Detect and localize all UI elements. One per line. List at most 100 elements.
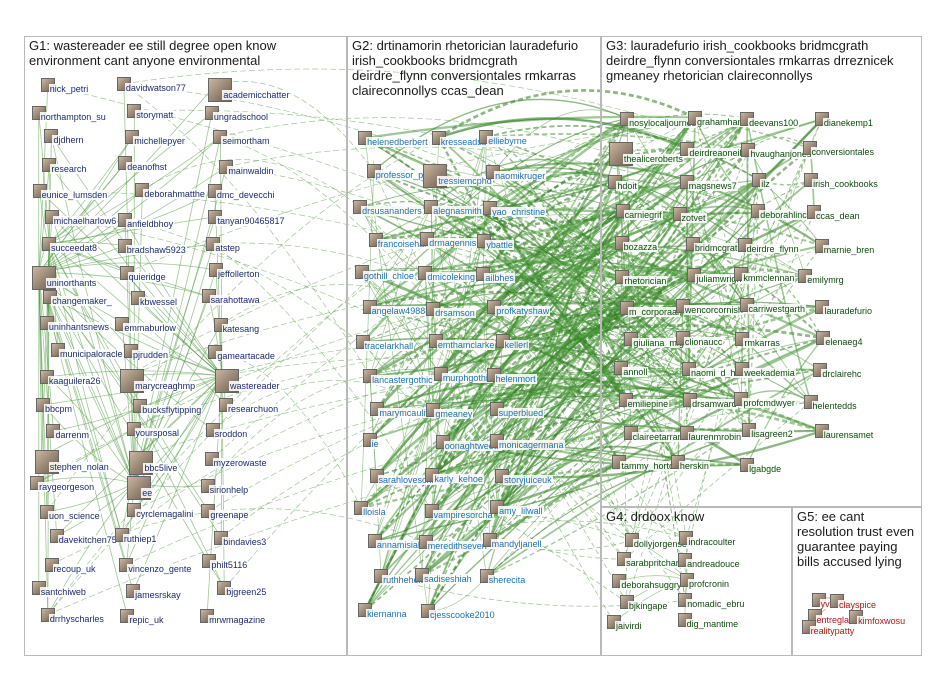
node-label: gmeaney: [434, 408, 474, 419]
node-label: laurenmrobin: [687, 431, 743, 442]
node-label: annamisiakfal: [375, 539, 433, 550]
edge: [621, 179, 760, 278]
edge: [496, 408, 633, 541]
node-label: quieridge: [127, 271, 167, 282]
edge: [485, 136, 633, 541]
edge: [432, 265, 695, 310]
edge: [374, 429, 750, 542]
node-label: alegnasmith: [432, 206, 483, 217]
node-label: ee: [141, 488, 154, 499]
edge: [421, 460, 621, 577]
edge: [142, 159, 361, 208]
node-label: realitypatty: [809, 626, 856, 637]
edge: [208, 338, 743, 512]
node-label: marnie_bren: [822, 244, 876, 255]
edge: [486, 337, 684, 577]
node-label: murphgothic: [441, 372, 494, 383]
group-title-g2: G2: drtinamorin rhetorician lauradefurio…: [352, 38, 579, 98]
edge: [51, 136, 135, 484]
edge: [127, 273, 695, 377]
node-label: marymcauliffe4: [378, 408, 442, 419]
node-label: michellepyer: [133, 136, 186, 147]
edge: [688, 304, 748, 370]
edge: [684, 210, 759, 560]
edge: [359, 206, 686, 601]
node-label: dig_mantime: [685, 619, 740, 630]
node-label: clayspice: [837, 600, 877, 611]
node-label: grahamhanhiri: [696, 116, 756, 127]
edge: [121, 373, 441, 536]
edge: [380, 409, 434, 576]
node-label: djdhern: [52, 135, 85, 146]
edge: [429, 170, 488, 577]
edge: [437, 89, 696, 139]
node-label: sadiseshiah: [423, 574, 473, 585]
edge: [38, 164, 50, 273]
node-label: magsnews7: [687, 180, 738, 191]
edge: [48, 243, 135, 484]
node-label: wastereader: [229, 380, 281, 391]
edge: [489, 539, 633, 551]
node-label: drsamward: [691, 398, 738, 409]
node-label: meredithseven: [426, 541, 488, 552]
node-label: michaelharlow6: [52, 215, 118, 226]
edge: [46, 137, 439, 512]
edge: [369, 272, 426, 377]
node-label: carniegrif: [623, 209, 663, 220]
edge: [492, 302, 683, 376]
edge: [421, 137, 440, 576]
edge: [380, 575, 686, 607]
node-label: uon_science: [48, 510, 101, 521]
edge: [226, 166, 690, 370]
node-label: gothill_chloe: [362, 270, 415, 281]
edge: [431, 136, 487, 511]
edge: [482, 273, 633, 541]
edge: [746, 119, 823, 306]
edge: [215, 81, 375, 172]
edge: [51, 216, 494, 376]
node-label: herskin: [678, 461, 710, 472]
node-label: academicchatter: [222, 90, 291, 101]
node-label: helenmort: [494, 374, 537, 384]
node-label: storymatt: [135, 110, 175, 121]
edge: [502, 324, 824, 343]
edge: [221, 358, 691, 401]
edge: [49, 297, 135, 484]
node-label: sroddon: [213, 428, 249, 439]
node-label: eunice_lumsden: [40, 190, 109, 201]
edge: [442, 117, 696, 443]
edge: [438, 117, 688, 151]
node-label: repic_uk: [128, 615, 165, 626]
node-label: stephen_nolan: [48, 461, 110, 472]
node-label: weekademia: [743, 367, 796, 378]
edge: [486, 125, 760, 181]
edge: [376, 118, 628, 410]
edge: [630, 150, 749, 434]
node-label: raygeorgeson: [38, 482, 96, 492]
node-label: myzerowaste: [212, 457, 268, 468]
node-label: carriwestgarth: [747, 304, 807, 315]
edge: [362, 341, 444, 442]
group-title-g3: G3: lauradefurio irish_cookbooks bridmcg…: [606, 38, 894, 83]
node-label: bbcpm: [43, 403, 73, 414]
node-label: bridmcgrath: [693, 242, 744, 253]
group-box-g5: G5: ee cant resolution trust even guaran…: [792, 507, 922, 656]
node-label: sarahottawa: [209, 295, 261, 306]
edge: [482, 273, 823, 432]
edge: [489, 210, 759, 541]
node-label: naomikruger: [494, 171, 547, 182]
node-label: jaivirdi: [615, 621, 643, 632]
edge: [421, 305, 824, 577]
edge: [421, 307, 628, 576]
node-label: nomadic_ebru: [686, 599, 746, 610]
node-label: drmagennis: [428, 238, 478, 249]
node-label: researchuon: [227, 404, 280, 415]
node-label: mainwaldin: [227, 165, 275, 176]
node-label: laurensamet: [822, 429, 875, 440]
node-label: succeedat8: [50, 242, 99, 253]
node-label: deborahlincoln: [759, 209, 820, 220]
edge: [483, 149, 749, 275]
group-box-g4: G4: drdoox know: [601, 507, 792, 656]
node-label: elenaeg4: [824, 337, 864, 348]
edge: [430, 158, 616, 208]
